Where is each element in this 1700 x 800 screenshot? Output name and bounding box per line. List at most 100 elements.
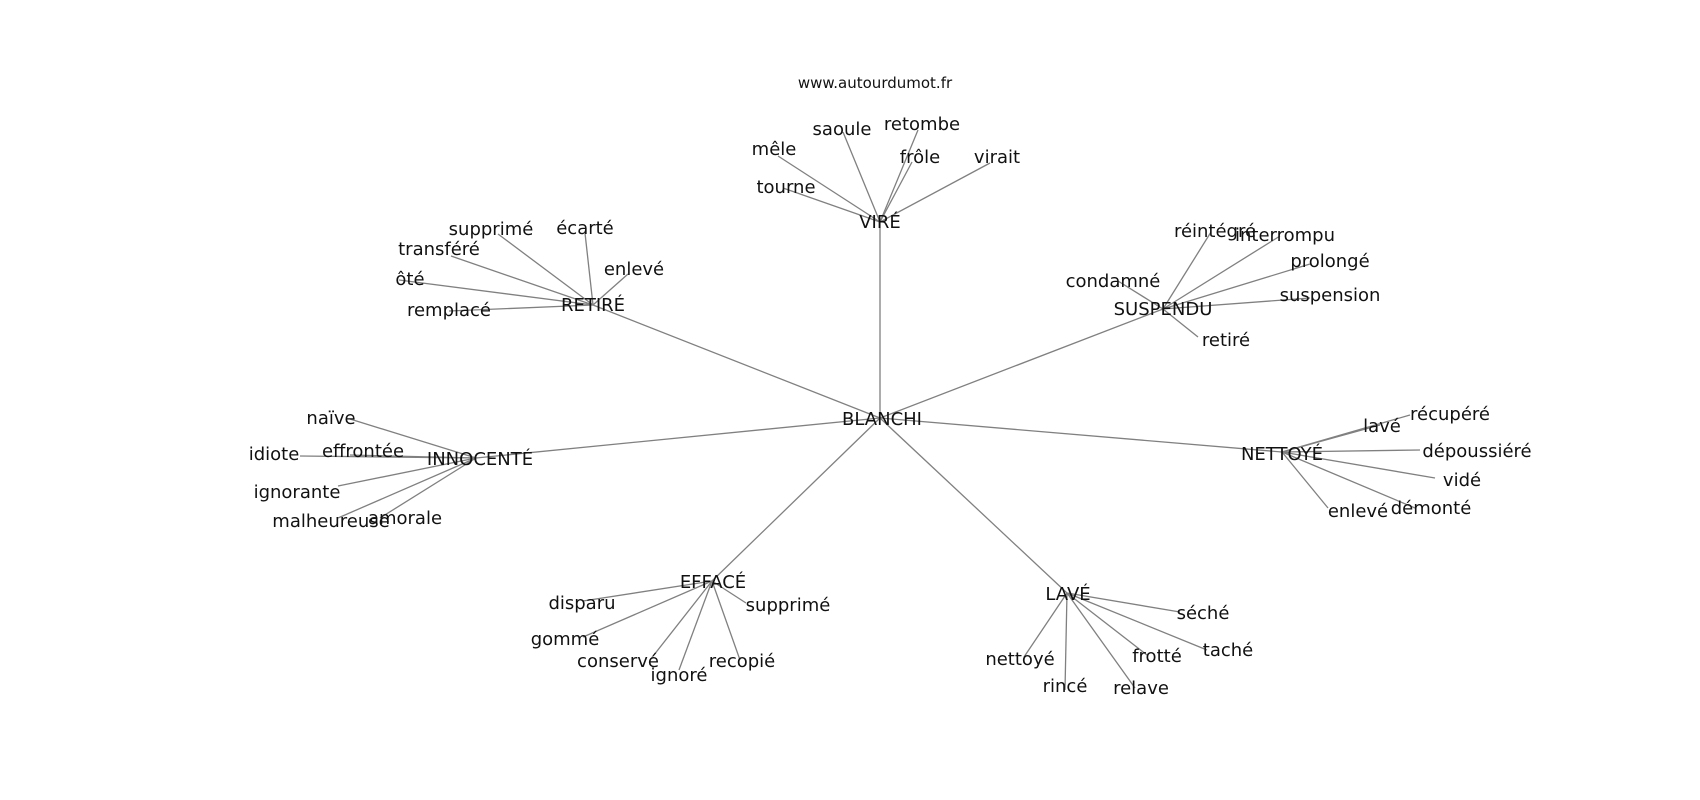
leaf-word-effrontee: effrontée (322, 441, 404, 462)
edge-nettoye-lave (1281, 424, 1381, 453)
edge-lave-rince (1064, 592, 1068, 691)
leaf-word-idiote: idiote (249, 444, 300, 465)
leaf-word-nettoye: nettoyé (985, 649, 1054, 670)
leaf-word-conserve: conservé (577, 651, 659, 672)
leaf-word-seche: séché (1177, 603, 1230, 624)
edge-efface-supprime (711, 580, 747, 604)
leaf-word-retombe: retombe (884, 114, 960, 135)
edge-innocente-effrontee (349, 454, 477, 459)
leaf-word-naive: naïve (306, 408, 355, 429)
edge-innocente-malheureuse (337, 457, 477, 519)
edge-nettoye-vide (1281, 451, 1436, 479)
leaf-word-mele: mêle (752, 139, 797, 160)
edge-root-lave (879, 417, 1068, 594)
edge-efface-conserve (649, 580, 713, 661)
leaf-word-vide: vidé (1443, 470, 1481, 491)
edge-suspendu-interrompu (1162, 235, 1281, 310)
leaf-word-gomme: gommé (531, 629, 600, 650)
edge-suspendu-reintegre (1162, 231, 1212, 310)
cluster-word-efface: EFFACÉ (680, 571, 746, 593)
leaf-word-ecarte: écarté (556, 218, 614, 239)
leaf-word-transfere: transféré (398, 239, 480, 260)
leaf-word-relave: relave (1113, 678, 1169, 699)
leaf-word-retire: retiré (1202, 330, 1250, 351)
leaf-word-demonte: démonté (1391, 498, 1472, 519)
edge-nettoye-enleve (1281, 451, 1329, 509)
leaf-word-virait: virait (974, 147, 1020, 168)
edge-vire-frole (879, 161, 913, 223)
edge-suspendu-retire (1162, 308, 1199, 338)
edge-vire-retombe (879, 129, 919, 223)
leaf-word-interrompu: interrompu (1235, 225, 1335, 246)
leaf-word-recupere: récupéré (1410, 404, 1490, 425)
edge-suspendu-suspension (1162, 297, 1311, 310)
leaf-word-ignore: ignoré (651, 665, 708, 686)
edge-innocente-amorale (379, 457, 477, 519)
leaf-word-rince: rincé (1043, 676, 1088, 697)
edge-innocente-ignorante (337, 457, 477, 487)
edge-root-nettoye (879, 417, 1283, 453)
leaf-word-depoussiere: dépoussiéré (1422, 441, 1531, 462)
edge-innocente-naive (349, 418, 477, 459)
edge-efface-ignore (678, 580, 713, 671)
leaf-word-ote: ôté (395, 269, 424, 290)
leaf-word-remplace: remplacé (407, 300, 491, 321)
edge-lave-tache (1066, 592, 1208, 651)
leaf-word-malheureuse: malheureuse (272, 511, 389, 532)
edge-root-innocente (475, 417, 881, 459)
edge-retire-supprime (497, 233, 594, 306)
leaf-word-prolonge: prolongé (1290, 251, 1369, 272)
leaf-word-amorale: amorale (368, 508, 442, 529)
edge-root-suspendu (879, 308, 1164, 419)
leaf-word-supprime: supprimé (449, 219, 534, 240)
edge-vire-mele (777, 155, 881, 223)
cluster-word-suspendu: SUSPENDU (1114, 299, 1213, 320)
edge-retire-transfere (450, 255, 594, 306)
edge-vire-saoule (842, 131, 881, 223)
cluster-word-retire: RETIRÉ (561, 294, 625, 316)
site-credit: www.autourdumot.fr (798, 74, 953, 92)
graph-edges (299, 129, 1436, 691)
edge-efface-disparu (582, 580, 713, 602)
edge-lave-relave (1066, 592, 1136, 689)
leaf-word-enleve: enlevé (1328, 501, 1388, 522)
leaf-word-enleve: enlevé (604, 259, 664, 280)
edge-efface-recopie (711, 580, 741, 661)
graph-labels: BLANCHI VIRÉ mêle saoule retombe frôle virait t… (249, 114, 1532, 699)
edge-nettoye-depoussiere (1281, 449, 1421, 453)
leaf-word-frotte: frotté (1132, 646, 1182, 667)
edge-lave-frotte (1066, 592, 1148, 656)
edge-lave-seche (1066, 592, 1181, 613)
leaf-word-suspension: suspension (1280, 285, 1381, 306)
leaf-word-ignorante: ignorante (254, 482, 341, 503)
edge-root-efface (711, 417, 881, 582)
cluster-word-innocente: INNOCENTÉ (427, 448, 533, 470)
edge-retire-enleve (592, 273, 629, 306)
edge-root-retire (592, 304, 881, 419)
leaf-word-saoule: saoule (813, 119, 872, 140)
leaf-word-supprime: supprimé (746, 595, 831, 616)
leaf-word-tourne: tourne (756, 177, 815, 198)
edge-retire-ote (398, 279, 594, 306)
leaf-word-recopie: recopié (709, 651, 776, 672)
edge-vire-tourne (782, 187, 881, 223)
root-word: BLANCHI (842, 409, 922, 430)
edge-retire-remplace (448, 304, 594, 312)
leaf-word-condamne: condamné (1066, 271, 1161, 292)
edge-retire-ecarte (584, 232, 594, 306)
leaf-word-frole: frôle (900, 147, 940, 168)
cluster-word-lave: LAVÉ (1045, 583, 1090, 605)
cluster-word-nettoye: NETTOYÉ (1241, 443, 1323, 465)
leaf-word-tache: taché (1203, 640, 1253, 661)
edge-efface-gomme (582, 580, 713, 638)
leaf-word-disparu: disparu (548, 593, 615, 614)
leaf-word-lave: lavé (1363, 416, 1401, 437)
edge-suspendu-condamne (1117, 280, 1164, 310)
edge-nettoye-demonte (1281, 451, 1416, 509)
edge-vire-virait (879, 162, 991, 223)
edge-suspendu-prolonge (1162, 263, 1311, 310)
leaf-word-reintegre: réintégré (1174, 221, 1256, 242)
cluster-word-vire: VIRÉ (859, 211, 901, 233)
edge-lave-nettoye (1023, 592, 1068, 658)
